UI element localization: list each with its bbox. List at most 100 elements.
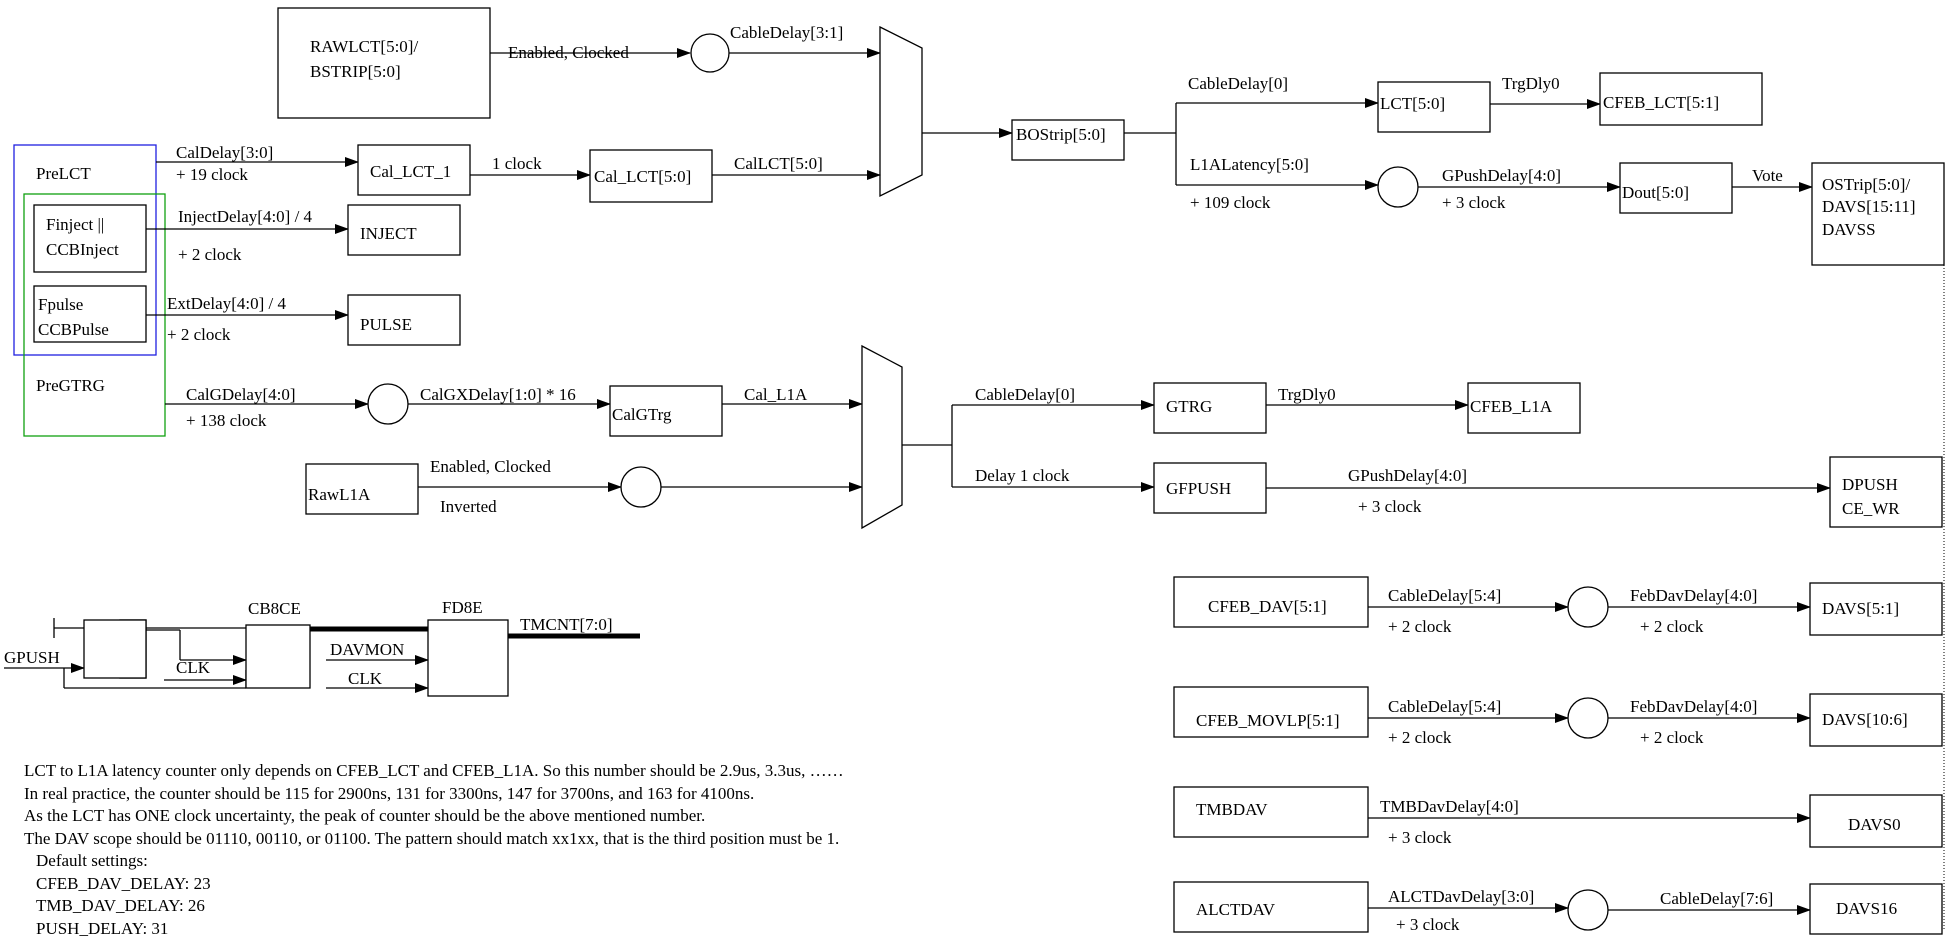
trgdly0-top-label: TrgDly0	[1502, 74, 1560, 93]
prelct-label: PreLCT	[36, 164, 91, 183]
plus109-label: + 109 clock	[1190, 193, 1271, 212]
vote-label: Vote	[1752, 166, 1783, 185]
ostrip-label-1: OSTrip[5:0]/	[1822, 175, 1910, 194]
calgdelay-label: CalGDelay[4:0]	[186, 385, 296, 404]
plus2-b2-label: + 2 clock	[1640, 728, 1704, 747]
cfeb-lct-label: CFEB_LCT[5:1]	[1603, 93, 1719, 112]
plus2-a-label: + 2 clock	[1388, 617, 1452, 636]
inject-label: INJECT	[360, 224, 417, 243]
dpush-label-2: CE_WR	[1842, 499, 1900, 518]
rawl1a-label: RawL1A	[308, 485, 371, 504]
cfeb-dav-label: CFEB_DAV[5:1]	[1208, 597, 1327, 616]
rawlct-label-2: BSTRIP[5:0]	[310, 62, 401, 81]
cfeb-movlp-label: CFEB_MOVLP[5:1]	[1196, 711, 1340, 730]
plus138-label: + 138 clock	[186, 411, 267, 430]
plus2-inject-label: + 2 clock	[178, 245, 242, 264]
note-line-1: LCT to L1A latency counter only depends …	[24, 760, 1124, 783]
fd8e-label: FD8E	[442, 598, 483, 617]
enabled-clocked-label: Enabled, Clocked	[508, 43, 629, 62]
ostrip-label-2: DAVS[15:11]	[1822, 197, 1916, 216]
trgdly0-mid-label: TrgDly0	[1278, 385, 1336, 404]
cb8ce-box	[246, 625, 310, 688]
delay-circle-rawlct	[691, 34, 729, 72]
plus3-tmb-label: + 3 clock	[1388, 828, 1452, 847]
one-clock-label: 1 clock	[492, 154, 542, 173]
caldelay-label: CalDelay[3:0]	[176, 143, 273, 162]
default-1: CFEB_DAV_DELAY: 23	[36, 873, 1124, 896]
cfeb-l1a-label: CFEB_L1A	[1470, 397, 1553, 416]
defaults-title: Default settings:	[36, 850, 1124, 873]
alctdavdelay-label: ALCTDavDelay[3:0]	[1388, 887, 1534, 906]
gpushdelay-top-label: GPushDelay[4:0]	[1442, 166, 1561, 185]
lct-label: LCT[5:0]	[1380, 94, 1445, 113]
plus3-mid-label: + 3 clock	[1358, 497, 1422, 516]
fdd-a-label: FebDavDelay[4:0]	[1630, 586, 1757, 605]
pulse-label: PULSE	[360, 315, 412, 334]
cabledelay0-top-label: CableDelay[0]	[1188, 74, 1288, 93]
plus19-label: + 19 clock	[176, 165, 248, 184]
calgxdelay-label: CalGXDelay[1:0] * 16	[420, 385, 576, 404]
tmcnt-label: TMCNT[7:0]	[520, 615, 613, 634]
tmbdavdelay-label: TMBDavDelay[4:0]	[1380, 797, 1519, 816]
fpulse-label-1: Fpulse	[38, 295, 83, 314]
notes-block: LCT to L1A latency counter only depends …	[24, 760, 1124, 940]
enabled-clocked-2-label: Enabled, Clocked	[430, 457, 551, 476]
gpushdelay-mid-label: GPushDelay[4:0]	[1348, 466, 1467, 485]
cal-lct-label: Cal_LCT[5:0]	[594, 167, 691, 186]
bostrip-label: BOStrip[5:0]	[1016, 125, 1106, 144]
cd54-a-label: CableDelay[5:4]	[1388, 586, 1501, 605]
clk2-label: CLK	[348, 669, 383, 688]
cabledelay31-label: CableDelay[3:1]	[730, 23, 843, 42]
plus2-b-label: + 2 clock	[1388, 728, 1452, 747]
gpush-label: GPUSH	[4, 648, 60, 667]
cb8ce-label: CB8CE	[248, 599, 301, 618]
delay-circle-calg	[368, 384, 408, 424]
plus2-a2-label: + 2 clock	[1640, 617, 1704, 636]
cd54-b-label: CableDelay[5:4]	[1388, 697, 1501, 716]
note-line-3: As the LCT has ONE clock uncertainty, th…	[24, 805, 1124, 828]
cabledelay76-label: CableDelay[7:6]	[1660, 889, 1773, 908]
delay1-label: Delay 1 clock	[975, 466, 1070, 485]
clk1-label: CLK	[176, 658, 211, 677]
davmon-label: DAVMON	[330, 640, 404, 659]
davs16-label: DAVS16	[1836, 899, 1897, 918]
injectdelay-label: InjectDelay[4:0] / 4	[178, 207, 313, 226]
pregtrg-label: PreGTRG	[36, 376, 105, 395]
calgtrg-label: CalGTrg	[612, 405, 672, 424]
tmbdav-label: TMBDAV	[1196, 800, 1268, 819]
note-line-4: The DAV scope should be 01110, 00110, or…	[24, 828, 1124, 851]
alctdav-label: ALCTDAV	[1196, 900, 1276, 919]
delay-circle-alct	[1568, 890, 1608, 930]
extdelay-label: ExtDelay[4:0] / 4	[167, 294, 286, 313]
cal-lct-1-label: Cal_LCT_1	[370, 162, 451, 181]
rawlct-label-1: RAWLCT[5:0]/	[310, 37, 418, 56]
dout-label: Dout[5:0]	[1622, 183, 1689, 202]
fdd-b-label: FebDavDelay[4:0]	[1630, 697, 1757, 716]
mux-lct	[880, 27, 922, 196]
cabledelay0-mid-label: CableDelay[0]	[975, 385, 1075, 404]
delay-circle-l1a	[1378, 167, 1418, 207]
callct-label: CalLCT[5:0]	[734, 154, 823, 173]
dpush-label-1: DPUSH	[1842, 475, 1898, 494]
delay-circle-cfeb-movlp	[1568, 698, 1608, 738]
plus3-alct-label: + 3 clock	[1396, 915, 1460, 934]
plus2-pulse-label: + 2 clock	[167, 325, 231, 344]
mux-l1a	[862, 346, 902, 528]
cal-l1a-label: Cal_L1A	[744, 385, 808, 404]
fd8e-box	[428, 620, 508, 696]
davs-10-6-label: DAVS[10:6]	[1822, 710, 1908, 729]
note-line-2: In real practice, the counter should be …	[24, 783, 1124, 806]
davs0-label: DAVS0	[1848, 815, 1901, 834]
davs-5-1-label: DAVS[5:1]	[1822, 599, 1899, 618]
default-3: PUSH_DELAY: 31	[36, 918, 1124, 940]
finject-label-1: Finject ||	[46, 215, 104, 234]
delay-circle-rawl1a	[621, 467, 661, 507]
inverted-label: Inverted	[440, 497, 497, 516]
plus3-top-label: + 3 clock	[1442, 193, 1506, 212]
ostrip-label-3: DAVSS	[1822, 220, 1876, 239]
gtrg-label: GTRG	[1166, 397, 1212, 416]
delay-circle-cfeb-dav	[1568, 587, 1608, 627]
default-2: TMB_DAV_DELAY: 26	[36, 895, 1124, 918]
fpulse-label-2: CCBPulse	[38, 320, 109, 339]
ff-box	[84, 620, 146, 678]
